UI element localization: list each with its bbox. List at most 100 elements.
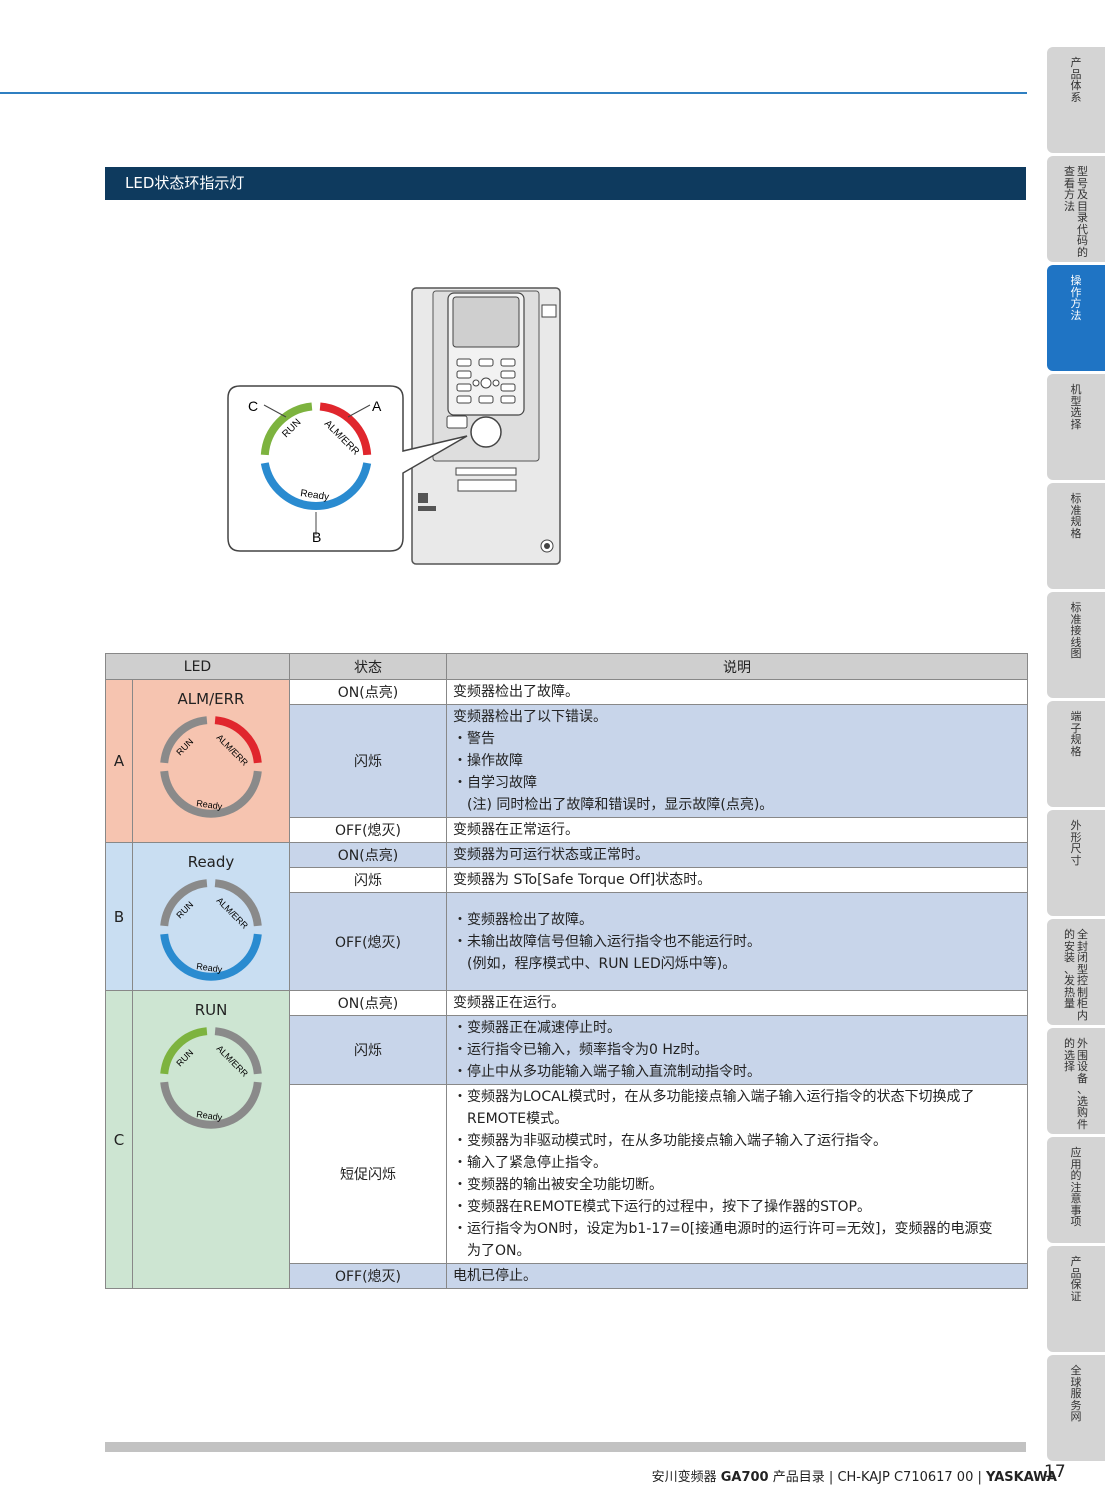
desc-line: 变频器检出了以下错误。 xyxy=(453,709,607,725)
desc-line: ・变频器正在减速停止时。 xyxy=(453,1020,621,1036)
desc-line: ・运行指令为ON时，设定为b1-17=0[接通电源时的运行许可=无效]，变频器的… xyxy=(453,1221,993,1237)
side-nav-label: 全球服务网 xyxy=(1070,1364,1082,1424)
desc-a-blink: 变频器检出了以下错误。 ・警告 ・操作故障 ・自学习故障 (注) 同时检出了故障… xyxy=(446,704,1028,818)
desc-line: ・变频器在REMOTE模式下运行的过程中，按下了操作器的STOP。 xyxy=(453,1199,871,1215)
desc-line: ・操作故障 xyxy=(453,753,523,769)
desc-line: ・输入了紧急停止指令。 xyxy=(453,1155,607,1171)
desc-line: ・自学习故障 xyxy=(453,775,537,791)
side-nav-tab[interactable]: 机型选择 xyxy=(1047,374,1105,480)
state-c-blink: 闪烁 xyxy=(289,1015,447,1085)
ring-segment-run xyxy=(160,879,208,927)
label-a: A xyxy=(372,398,382,414)
desc-line: ・未输出故障信号但输入运行指令也不能运行时。 xyxy=(453,933,761,950)
header-led: LED xyxy=(105,653,290,680)
side-nav-tab[interactable]: 型号及目录代码的查看方法 xyxy=(1047,156,1105,262)
side-nav-label: 的选择 xyxy=(1064,1037,1075,1074)
side-nav-label: 产品保证 xyxy=(1070,1255,1082,1303)
side-nav-tab[interactable]: 标准规格 xyxy=(1047,483,1105,589)
side-nav-label: 外形尺寸 xyxy=(1070,819,1082,867)
side-nav-tab[interactable]: 标准接线图 xyxy=(1047,592,1105,698)
desc-line: (例如，程序模式中、RUN LED闪烁中等)。 xyxy=(467,955,737,972)
footer-sep: | xyxy=(977,1470,982,1485)
footer-brand: YASKAWA xyxy=(986,1470,1057,1485)
desc-line: ・变频器检出了故障。 xyxy=(453,911,593,928)
desc-b-on: 变频器为可运行状态或正常时。 xyxy=(446,842,1028,868)
callout-bubble: RUN ALM/ERR Ready C A B xyxy=(227,385,468,552)
led-name-b: Ready xyxy=(187,853,235,871)
side-nav-label: 查看方法 xyxy=(1064,165,1075,213)
desc-c-on: 变频器正在运行。 xyxy=(446,990,1028,1016)
ring-segment-ready xyxy=(160,933,262,981)
ring-ready-label: Ready xyxy=(300,488,330,503)
label-b: B xyxy=(312,529,321,545)
side-nav-label: 标准接线图 xyxy=(1070,601,1082,661)
desc-line: ・停止中从多功能输入端子输入直流制动指令时。 xyxy=(453,1064,761,1080)
row-letter-b: B xyxy=(105,842,133,991)
side-nav-label: 产品体系 xyxy=(1070,56,1082,104)
side-nav-tab[interactable]: 操作方法 xyxy=(1047,265,1105,371)
inverter-figure: RUN ALM/ERR Ready C A B xyxy=(227,287,561,565)
row-letter-a: A xyxy=(105,679,133,843)
side-nav-label: 的安装、发热量 xyxy=(1064,928,1075,1011)
footer-product: 安川变频器 xyxy=(651,1470,717,1485)
footer-catalog: 产品目录 xyxy=(772,1470,825,1485)
ring-label: Ready xyxy=(196,798,224,812)
ring-segment-run xyxy=(160,1027,208,1075)
ring-label: Ready xyxy=(196,961,224,975)
footer-bar xyxy=(105,1442,1026,1452)
side-nav-label: 外围设备、选购件 xyxy=(1077,1037,1088,1131)
side-nav-tab[interactable]: 外围设备、选购件的选择 xyxy=(1047,1028,1105,1134)
side-nav-tab[interactable]: 端子规格 xyxy=(1047,701,1105,807)
desc-a-on: 变频器检出了故障。 xyxy=(446,679,1028,705)
desc-c-blink: ・变频器正在减速停止时。 ・运行指令已输入，频率指令为0 Hz时。 ・停止中从多… xyxy=(446,1015,1028,1085)
row-letter-c: C xyxy=(105,990,133,1289)
ring-segment-alm xyxy=(214,1027,262,1075)
side-nav-tab[interactable]: 全球服务网 xyxy=(1047,1355,1105,1461)
desc-line: ・变频器的输出被安全功能切断。 xyxy=(453,1177,663,1193)
desc-line: ・变频器为非驱动模式时，在从多功能接点输入端子输入了运行指令。 xyxy=(453,1133,887,1149)
side-nav-label: 型号及目录代码的 xyxy=(1077,165,1088,259)
footer-text: 安川变频器 GA700 产品目录 | CH-KAJP C710617 00 | … xyxy=(652,1466,1057,1485)
desc-line: ・运行指令已输入，频率指令为0 Hz时。 xyxy=(453,1042,709,1058)
state-c-off: OFF(熄灭) xyxy=(289,1263,447,1289)
desc-c-short: ・变频器为LOCAL模式时，在从多功能接点输入端子输入运行指令的状态下切换成了 … xyxy=(446,1084,1028,1264)
side-nav-label: 应用的注意事项 xyxy=(1070,1146,1082,1229)
desc-line: ・变频器为LOCAL模式时，在从多功能接点输入端子输入运行指令的状态下切换成了 xyxy=(453,1089,975,1105)
side-nav-label: 全封闭型控制柜内 xyxy=(1077,928,1088,1022)
section-title: LED状态环指示灯 xyxy=(105,167,1026,200)
ring-segment-ready xyxy=(160,1081,262,1129)
page-number: 17 xyxy=(1044,1462,1066,1482)
ring-segment-run xyxy=(160,716,208,764)
desc-b-off: ・变频器检出了故障。 ・未输出故障信号但输入运行指令也不能运行时。 (例如，程序… xyxy=(446,892,1028,991)
desc-line: REMOTE模式。 xyxy=(467,1111,569,1127)
side-nav-tab[interactable]: 产品保证 xyxy=(1047,1246,1105,1352)
state-c-short: 短促闪烁 xyxy=(289,1084,447,1264)
side-nav-tab[interactable]: 产品体系 xyxy=(1047,47,1105,153)
footer-code: CH-KAJP C710617 00 xyxy=(837,1470,974,1485)
side-nav-tab[interactable]: 外形尺寸 xyxy=(1047,810,1105,916)
ring-segment-alm xyxy=(214,716,262,764)
state-a-blink: 闪烁 xyxy=(289,704,447,818)
header-state: 状态 xyxy=(289,653,447,680)
desc-line: ・警告 xyxy=(453,731,495,747)
desc-line: 为了ON。 xyxy=(467,1243,531,1259)
side-nav-label: 操作方法 xyxy=(1070,274,1082,322)
side-nav: 产品体系型号及目录代码的查看方法操作方法机型选择标准规格标准接线图端子规格外形尺… xyxy=(1047,47,1105,1464)
side-nav-tab[interactable]: 全封闭型控制柜内的安装、发热量 xyxy=(1047,919,1105,1025)
footer-sep: | xyxy=(828,1470,834,1485)
side-nav-tab[interactable]: 应用的注意事项 xyxy=(1047,1137,1105,1243)
desc-note: (注) 同时检出了故障和错误时，显示故障(点亮)。 xyxy=(467,797,774,813)
state-b-off: OFF(熄灭) xyxy=(289,892,447,991)
desc-c-off: 电机已停止。 xyxy=(446,1263,1028,1289)
desc-b-blink: 变频器为 STo[Safe Torque Off]状态时。 xyxy=(446,867,1028,893)
label-c: C xyxy=(248,398,258,414)
inverter-body xyxy=(411,287,561,565)
ring-label: Ready xyxy=(196,1109,224,1123)
ring-segment-alm xyxy=(214,879,262,927)
